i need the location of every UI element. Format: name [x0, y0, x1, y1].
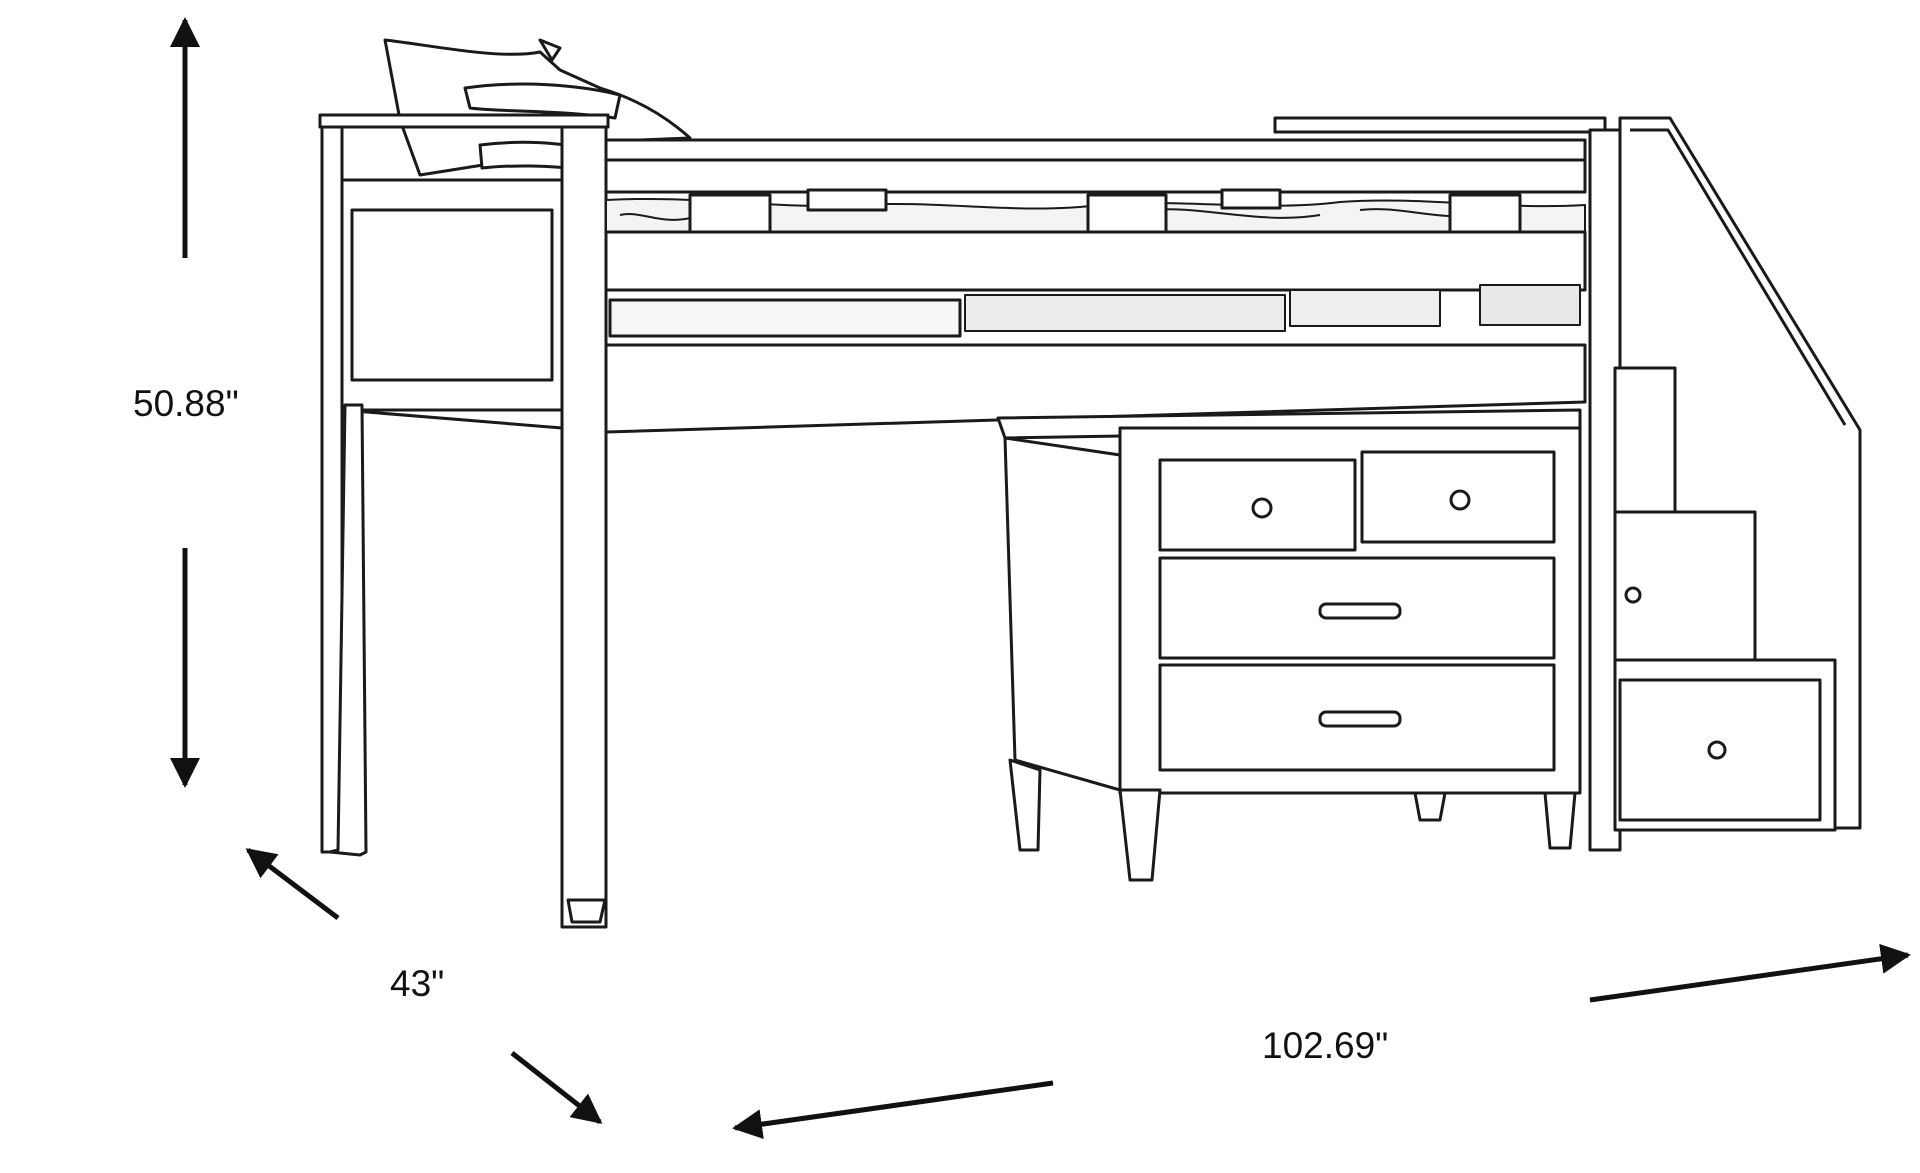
dresser-leg	[1118, 788, 1162, 882]
left-headboard-panel	[340, 178, 564, 412]
width-dimension-arrows	[732, 943, 1911, 1140]
stair-knob	[1707, 740, 1727, 760]
left-headboard-top-rail	[318, 113, 610, 129]
storage-strip	[608, 298, 962, 338]
dresser-leg	[1008, 758, 1042, 852]
top-rail	[604, 138, 1587, 162]
side-rail	[604, 230, 1587, 292]
width-dimension-label: 102.69"	[1262, 1025, 1389, 1066]
stair-knob	[1624, 586, 1642, 604]
right-headboard-top-rail	[1273, 116, 1607, 134]
lower-rail	[604, 343, 1587, 434]
drawer-pull	[1318, 602, 1402, 620]
left-front-post	[560, 125, 608, 929]
left-rear-leg	[328, 403, 368, 857]
stair-step	[1613, 366, 1677, 520]
depth-dimension-label: 43"	[390, 963, 445, 1004]
height-dimension-label: 50.88"	[133, 383, 239, 424]
depth-dimension-arrows	[245, 848, 603, 1124]
rail-block	[1220, 188, 1282, 210]
dresser	[996, 408, 1582, 882]
drawer-pull	[1318, 710, 1402, 728]
dresser-leg	[1543, 791, 1577, 850]
dresser-side	[1003, 436, 1122, 792]
dresser-leg	[1413, 791, 1447, 822]
bed-frame	[318, 38, 1862, 929]
stair-step	[1613, 510, 1757, 664]
rail-block	[806, 188, 888, 212]
drawer-knob	[1449, 489, 1471, 511]
drawer-knob	[1251, 497, 1273, 519]
